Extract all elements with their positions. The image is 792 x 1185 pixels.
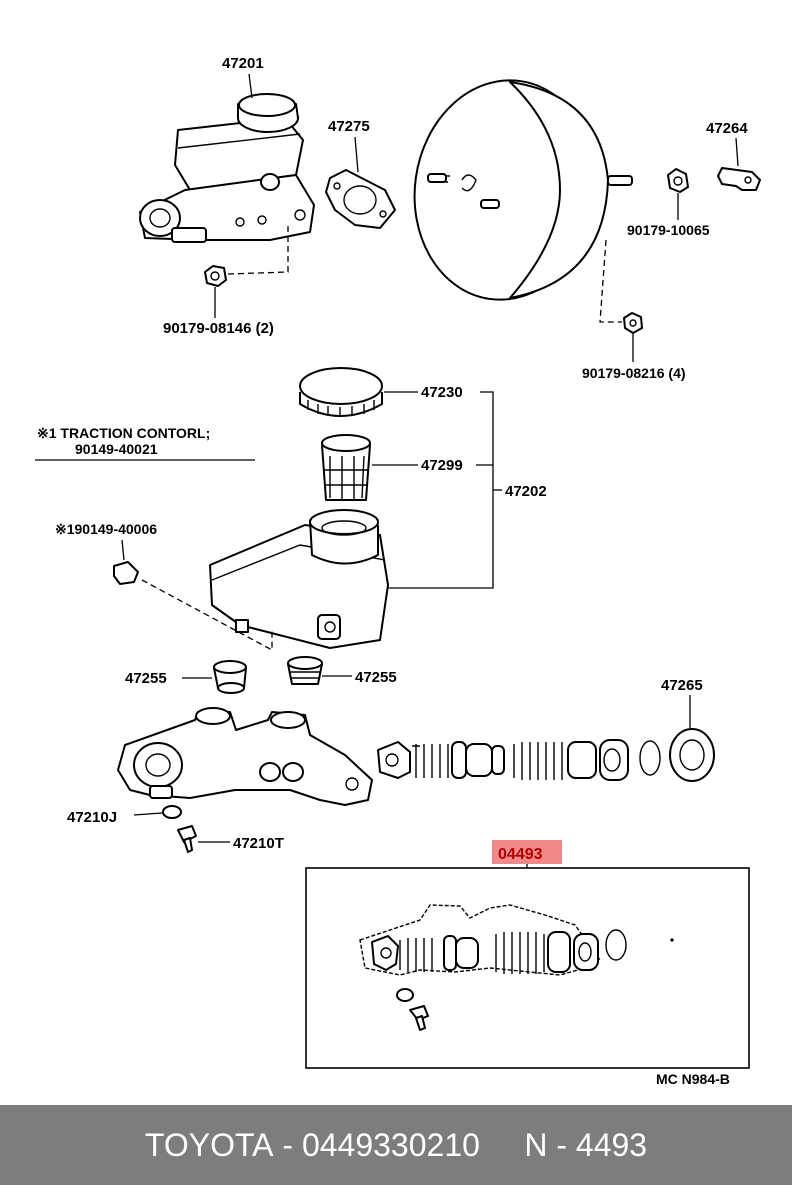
label-47202: 47202 (505, 483, 547, 500)
label-47255-left: 47255 (125, 670, 167, 687)
brake-booster (413, 79, 633, 301)
snap-ring (639, 740, 661, 776)
label-90179-10065: 90179-10065 (627, 222, 710, 238)
gasket-47275 (325, 169, 396, 229)
kit-box-04493 (305, 867, 750, 1069)
label-90179-08146: 90179-08146 (2) (163, 320, 274, 337)
label-47265: 47265 (661, 677, 703, 694)
master-cylinder-assembly-47201 (139, 93, 315, 243)
note-traction-control: ※1 TRACTION CONTORL; (37, 425, 210, 441)
reservoir-tank (209, 509, 389, 649)
kit-contents (359, 904, 674, 1031)
clevis-47264 (717, 167, 761, 191)
label-47230: 47230 (421, 384, 463, 401)
footer-part-number: 0449330210 (301, 1126, 480, 1163)
diagram-code: MC N984-B (656, 1071, 730, 1087)
part-number-highlight (492, 840, 562, 864)
piston-assembly (377, 739, 629, 781)
label-47299: 47299 (421, 457, 463, 474)
label-90179-08216: 90179-08216 (4) (582, 365, 686, 381)
footer-brand: TOYOTA (144, 1126, 274, 1163)
label-47210T: 47210T (233, 835, 284, 852)
label-47264: 47264 (706, 120, 748, 137)
cylinder-body (117, 707, 373, 806)
strainer-47299 (321, 434, 371, 501)
reservoir-cap-47230 (299, 367, 383, 417)
bleeder-plug (113, 561, 139, 585)
label-04493: 04493 (498, 846, 543, 863)
label-47201: 47201 (222, 55, 264, 72)
footer-code: N - 4493 (524, 1126, 648, 1163)
footer-bar: TOYOTA - 0449330210 N - 4493 (0, 1105, 792, 1185)
label-47210J: 47210J (67, 809, 117, 826)
footer-gap (480, 1127, 524, 1164)
seal-47265 (669, 728, 715, 782)
label-47255-right: 47255 (355, 669, 397, 686)
note-traction-part: 90149-40021 (75, 441, 158, 457)
nut-90179-08146 (204, 265, 227, 287)
note-ref-90149-40006: ※190149-40006 (55, 521, 157, 537)
grommet-47255-right (287, 656, 323, 685)
gasket-47210J (162, 805, 182, 819)
footer-separator: - (273, 1126, 302, 1163)
grommet-47255-left (213, 660, 247, 694)
label-47275: 47275 (328, 118, 370, 135)
nut-90179-10065 (667, 168, 689, 193)
bolt-47210T (177, 825, 197, 853)
nut-90179-08216 (623, 312, 643, 334)
exploded-parts-diagram: 47201 90179-08146 (2) 47275 90179-08216 … (35, 55, 761, 1087)
